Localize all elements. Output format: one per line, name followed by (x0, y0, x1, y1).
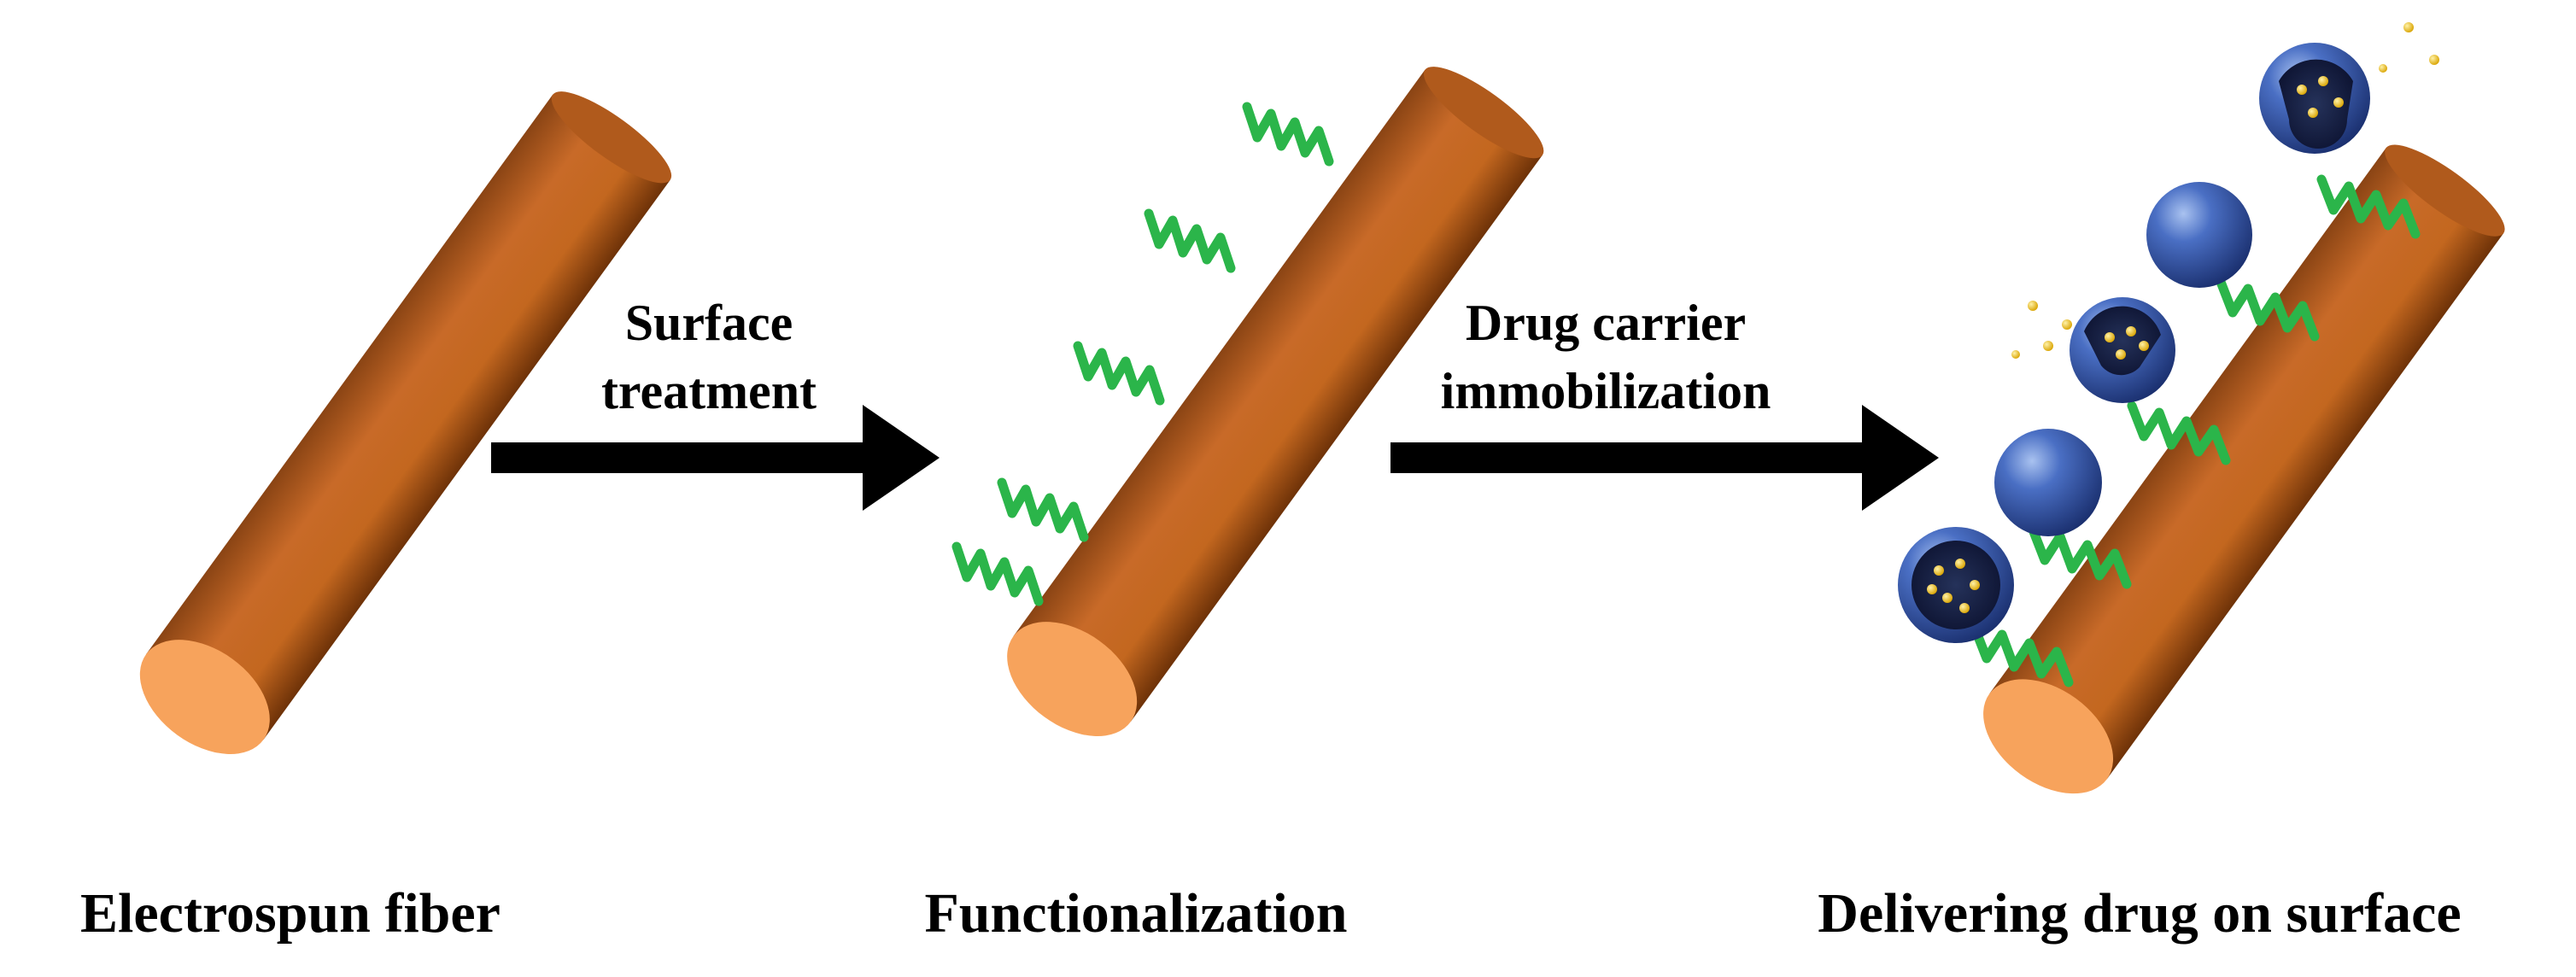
linker-chain (951, 541, 1044, 606)
linker-chain (2216, 277, 2320, 342)
drug-particle (1942, 593, 1952, 603)
linker-chain (997, 477, 1089, 542)
drug-particle (2011, 350, 2020, 359)
arrow-step-1 (491, 405, 940, 511)
fiber-2-end (1007, 622, 1138, 736)
step-2-label-line1: Drug carrier (1465, 295, 1747, 351)
linkers-panel-3 (1970, 174, 2421, 687)
drug-particle (2116, 349, 2126, 360)
fiber-1-end (139, 640, 270, 754)
drug-particle (1970, 580, 1980, 590)
arrow-step-2 (1390, 405, 1939, 511)
drug-carrier (1994, 429, 2102, 536)
drug-particle (1927, 584, 1937, 594)
step-1-label-line2: treatment (600, 363, 817, 419)
linker-chain (1970, 623, 2074, 687)
drug-particle (2379, 64, 2387, 73)
drug-particle (2126, 326, 2136, 336)
linker-chain (2028, 524, 2132, 589)
drug-particle (2297, 85, 2307, 95)
drug-carrier-releasing (2011, 297, 2175, 403)
step-1-label-line1: Surface (624, 295, 793, 351)
drug-particle (2429, 55, 2439, 65)
step-2-label-line2: immobilization (1440, 363, 1771, 419)
drug-carrier-open (1898, 527, 2014, 643)
drug-particle (2403, 22, 2414, 32)
caption-panel-2: Functionalization (924, 882, 1348, 945)
fiber-2 (1007, 67, 1544, 736)
drug-particle (2043, 341, 2053, 351)
linkers-panel-2 (951, 102, 1334, 606)
linker-chain (2127, 401, 2231, 465)
drug-carrier (2146, 182, 2252, 288)
caption-panel-3: Delivering drug on surface (1818, 882, 2462, 945)
linker-chain (1242, 102, 1334, 167)
drug-particle (2318, 76, 2328, 86)
fiber-1 (139, 91, 672, 754)
drug-particle (2139, 341, 2149, 351)
linker-chain (2316, 174, 2421, 239)
drug-particle (2308, 108, 2318, 118)
drug-particle (2062, 319, 2072, 330)
drug-carrier-top (2259, 22, 2439, 154)
linker-chain (1073, 341, 1165, 406)
drug-particle (1955, 559, 1965, 569)
linker-chain (1144, 208, 1236, 273)
fiber-3 (1983, 144, 2505, 794)
fiber-3-end (1983, 679, 2114, 794)
drug-particle (2028, 301, 2038, 311)
drug-particle (2105, 332, 2115, 342)
drug-particle (1959, 603, 1970, 613)
drug-particle (1934, 565, 1944, 576)
drug-particle (2333, 97, 2344, 108)
caption-panel-1: Electrospun fiber (80, 882, 501, 945)
